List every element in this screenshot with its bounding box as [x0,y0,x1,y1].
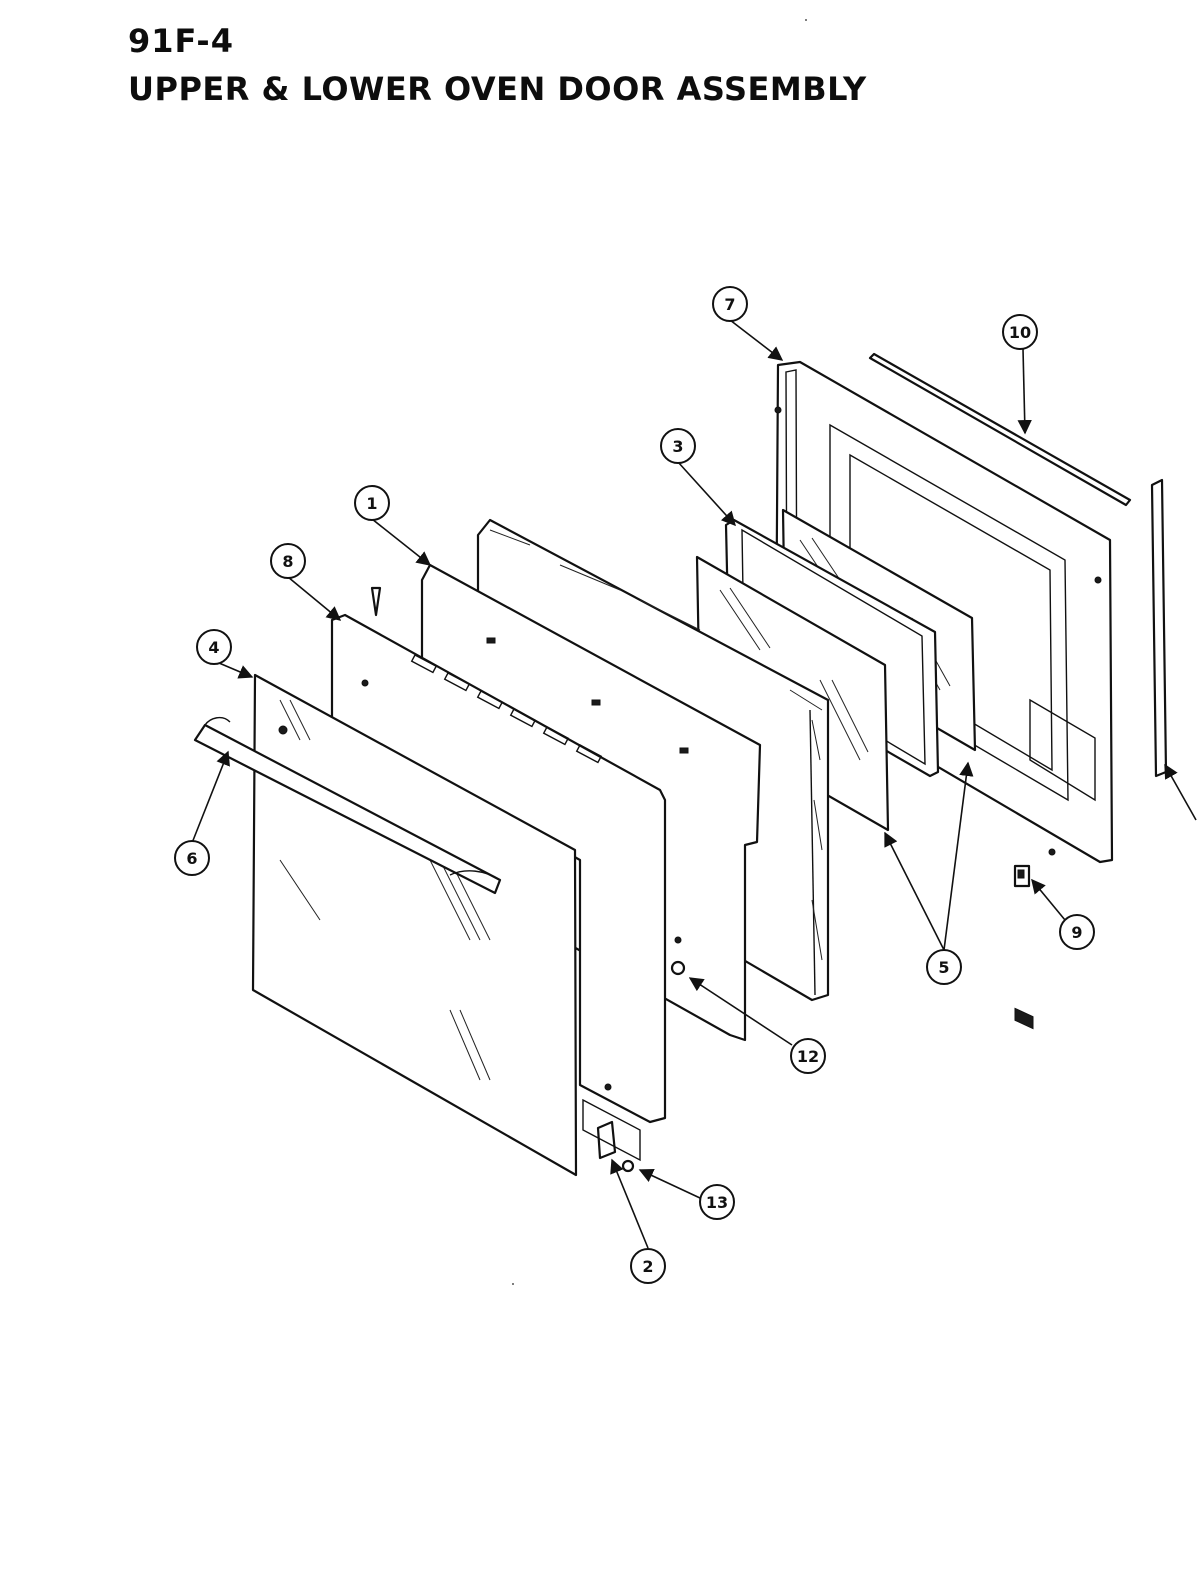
callout-7: 7 [712,286,748,322]
callout-9-label: 9 [1071,923,1082,942]
leader-lines [191,319,1197,1249]
callout-7-label: 7 [724,295,735,314]
part-10-top-trim [868,352,1132,507]
diagram-title: UPPER & LOWER OVEN DOOR ASSEMBLY [128,70,867,108]
callout-5: 5 [926,949,962,985]
callout-1-label: 1 [366,494,377,513]
callout-8-label: 8 [282,552,293,571]
diagram-code: 91F-4 [128,22,234,60]
side-trim [1150,478,1168,778]
callout-13: 13 [699,1184,735,1220]
callout-6: 6 [174,840,210,876]
callout-12-label: 12 [797,1047,819,1066]
callout-4: 4 [196,629,232,665]
callout-3-label: 3 [672,437,683,456]
callout-6-label: 6 [186,849,197,868]
callout-10-label: 10 [1009,323,1031,342]
callout-12: 12 [790,1038,826,1074]
scan-dot [512,1283,514,1285]
callout-10: 10 [1002,314,1038,350]
part-12-screw [670,960,686,976]
callout-2-label: 2 [642,1257,653,1276]
callout-5-label: 5 [938,958,949,977]
callout-4-label: 4 [208,638,219,657]
callout-8: 8 [270,543,306,579]
part-13-screw [621,1159,635,1173]
part-9-switch [1013,864,1031,888]
callout-9: 9 [1059,914,1095,950]
callout-2: 2 [630,1248,666,1284]
scan-dot [805,19,807,21]
callout-3: 3 [660,428,696,464]
part-6-door-handle [193,716,502,895]
part-2-hinge-bracket [582,1098,641,1162]
callout-1: 1 [354,485,390,521]
callout-13-label: 13 [706,1193,728,1212]
